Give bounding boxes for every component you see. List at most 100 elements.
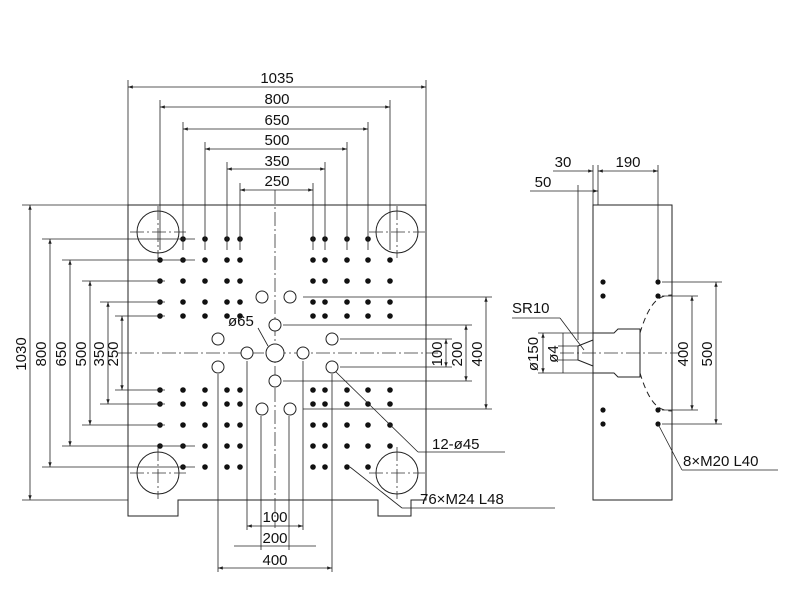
width-dim-350: 350 <box>264 153 289 170</box>
tapped-hole <box>322 299 328 305</box>
side-platen-outline <box>592 204 673 501</box>
tapped-hole <box>224 464 230 470</box>
nozzle-seat <box>593 328 641 378</box>
front-callouts: ø65 12-ø45 76×M24 L48 <box>228 313 555 509</box>
tapped-hole <box>387 257 393 263</box>
height-dim-1030: 1030 <box>13 337 30 370</box>
tapped-hole <box>237 464 243 470</box>
tapped-hole <box>237 422 243 428</box>
nozzle-dim-150: ø150 <box>525 337 542 371</box>
tapped-hole <box>322 401 328 407</box>
bottom-dim-100: 100 <box>262 509 287 526</box>
tapped-hole <box>180 401 186 407</box>
tapped-hole <box>180 387 186 393</box>
center-hole-label: ø65 <box>228 313 254 330</box>
width-dim-650: 650 <box>264 112 289 129</box>
tapped-hole <box>180 299 186 305</box>
tapped-hole <box>365 422 371 428</box>
tapped-hole <box>310 257 316 263</box>
tapped-hole <box>180 422 186 428</box>
side-tapped-holes-label: 8×M20 L40 <box>683 453 758 470</box>
platen-outline <box>127 204 427 517</box>
top-dimensions: 1035 800 650 500 350 250 <box>127 70 427 250</box>
height-dim-500: 500 <box>73 341 90 366</box>
tapped-hole <box>365 464 371 470</box>
tapped-hole <box>387 313 393 319</box>
tapped-hole <box>365 387 371 393</box>
tapped-hole <box>237 299 243 305</box>
ejector-holes <box>211 290 339 416</box>
side-view: 30 190 50 ø150 ø4 SR10 400 500 8×M20 L40 <box>512 154 778 501</box>
width-dim-250: 250 <box>264 173 289 190</box>
tapped-hole <box>202 257 208 263</box>
side-right-dimensions: 400 500 <box>662 281 722 425</box>
tapped-hole <box>322 257 328 263</box>
tapped-hole <box>387 387 393 393</box>
tapped-hole <box>322 278 328 284</box>
tapped-hole <box>365 299 371 305</box>
tapped-hole <box>224 313 230 319</box>
right-dim-400: 400 <box>469 341 486 366</box>
tapped-hole <box>310 464 316 470</box>
tapped-holes-label: 76×M24 L48 <box>420 491 504 508</box>
tapped-hole <box>322 464 328 470</box>
tapped-hole <box>202 278 208 284</box>
tapped-hole <box>202 422 208 428</box>
bottom-dim-200: 200 <box>262 530 287 547</box>
tapped-hole <box>202 387 208 393</box>
height-dim-250: 250 <box>105 341 122 366</box>
ejector-holes-label: 12-ø45 <box>432 436 480 453</box>
tapped-hole <box>237 443 243 449</box>
tapped-hole <box>224 401 230 407</box>
tapped-hole <box>180 313 186 319</box>
width-dim-800: 800 <box>264 91 289 108</box>
side-tapped-holes <box>600 279 661 427</box>
tapped-hole <box>237 401 243 407</box>
front-view: 1035 800 650 500 350 250 1030 800 650 50… <box>13 70 555 572</box>
tapped-hole <box>365 443 371 449</box>
tapped-hole <box>237 313 243 319</box>
tapped-hole <box>224 443 230 449</box>
tapped-hole <box>387 299 393 305</box>
tapped-hole <box>322 422 328 428</box>
tapped-hole <box>237 257 243 263</box>
tapped-hole <box>310 387 316 393</box>
tapped-hole <box>224 299 230 305</box>
tapped-hole <box>202 443 208 449</box>
tapped-hole <box>322 387 328 393</box>
tapped-hole <box>365 278 371 284</box>
tapped-hole <box>365 401 371 407</box>
right-dim-200: 200 <box>449 341 466 366</box>
nozzle-dim-4: ø4 <box>545 345 562 363</box>
tapped-hole <box>322 313 328 319</box>
tapped-hole <box>344 313 350 319</box>
radius-label: SR10 <box>512 300 550 317</box>
center-hole <box>265 343 285 363</box>
tapped-hole <box>202 464 208 470</box>
tapped-hole <box>237 278 243 284</box>
tapped-hole <box>344 387 350 393</box>
tapped-hole <box>387 401 393 407</box>
tapped-hole <box>310 299 316 305</box>
height-dim-350: 350 <box>91 341 108 366</box>
tapped-hole <box>202 299 208 305</box>
tapped-hole <box>224 257 230 263</box>
left-dimensions: 1030 800 650 500 350 250 <box>13 204 195 501</box>
tie-bar-bores <box>130 206 425 499</box>
side-dim-50: 50 <box>535 174 552 191</box>
tapped-hole <box>322 443 328 449</box>
tapped-hole <box>224 422 230 428</box>
tapped-hole <box>224 387 230 393</box>
side-dim-190: 190 <box>615 154 640 171</box>
tapped-hole-grid <box>157 236 393 470</box>
tapped-hole <box>365 257 371 263</box>
side-dim-30: 30 <box>555 154 572 171</box>
side-dim-400: 400 <box>675 341 692 366</box>
height-dim-650: 650 <box>53 341 70 366</box>
tapped-hole <box>387 443 393 449</box>
tapped-hole <box>180 278 186 284</box>
tapped-hole <box>344 443 350 449</box>
bottom-dimensions: 100 200 400 <box>217 361 333 572</box>
right-dimensions: 100 200 400 <box>283 296 492 410</box>
tapped-hole <box>344 401 350 407</box>
